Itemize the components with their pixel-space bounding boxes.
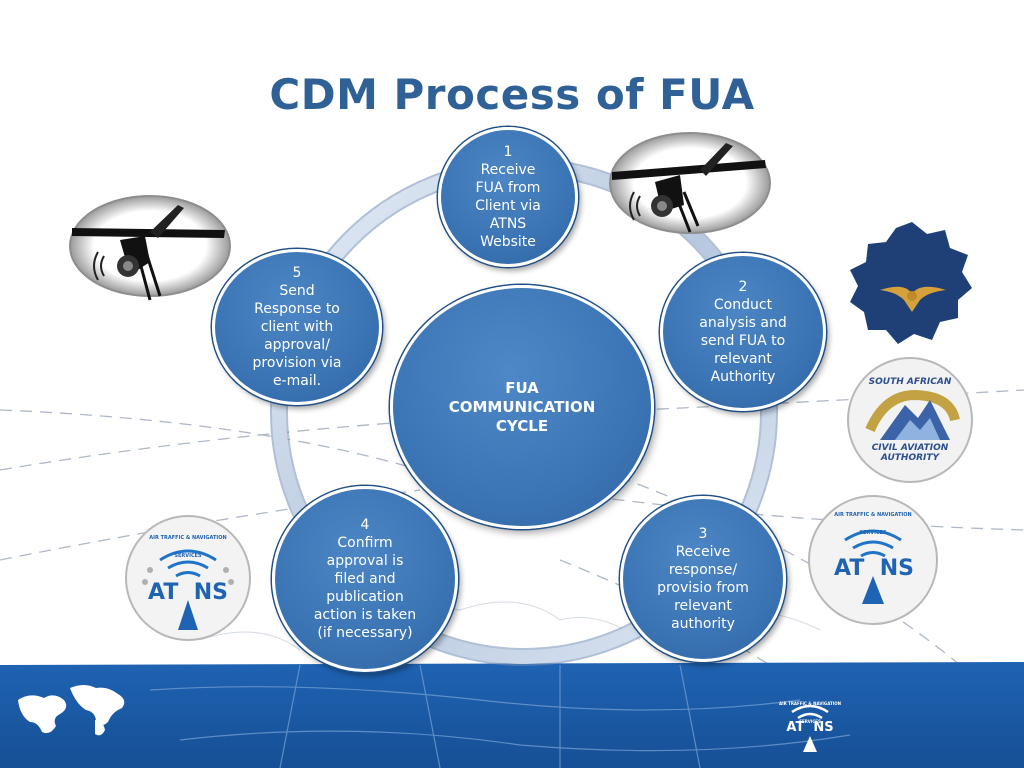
cycle-step-3: 3 Receive response/ provisio from releva…	[620, 496, 786, 662]
band-map-lines	[149, 664, 851, 768]
air-force-badge-icon	[850, 222, 972, 344]
atns-logo-left-arc-text: AIR TRAFFIC & NAVIGATION SERVICES	[149, 535, 227, 559]
sacaa-logo-line3: AUTHORITY	[880, 453, 940, 463]
step-number: 1	[503, 144, 513, 160]
page-title: CDM Process of FUA	[269, 70, 755, 119]
atns-logo-band-text: AT NS	[786, 720, 834, 735]
atns-logo-right-arc-text: AIR TRAFFIC & NAVIGATION SERVICES	[834, 512, 912, 536]
step-text: Send Response to client with approval/ p…	[252, 283, 342, 389]
step-text: Confirm approval is filed and publicatio…	[313, 535, 417, 641]
step-number: 2	[738, 279, 748, 295]
atns-logo-band: AT NS	[770, 718, 850, 736]
step-text: Conduct analysis and send FUA to relevan…	[699, 297, 787, 385]
cycle-center-node: FUA COMMUNICATION CYCLE	[390, 285, 654, 529]
step-number: 3	[698, 526, 708, 542]
cycle-step-5: 5 Send Response to client with approval/…	[212, 249, 382, 405]
atns-logo-band-arc: AIR TRAFFIC & NAVIGATION SERVICES	[775, 692, 845, 728]
step-number: 4	[360, 517, 370, 533]
atns-logo-right-text: AT NS	[834, 556, 914, 581]
atns-logo-right: AT NS	[812, 556, 936, 581]
sacaa-logo-line2: CIVIL AVIATION	[871, 443, 949, 453]
cycle-step-2: 2 Conduct analysis and send FUA to relev…	[660, 253, 826, 411]
aircraft-icon-right	[609, 132, 771, 234]
step-number: 5	[292, 265, 302, 281]
atns-logo-band-arc-text: AIR TRAFFIC & NAVIGATION SERVICES	[779, 701, 841, 724]
atns-logo-left-icon	[125, 515, 251, 641]
atns-logo-left: AT NS	[128, 580, 248, 605]
atns-logo-band-icon	[791, 704, 829, 752]
cycle-step-4: 4 Confirm approval is filed and publicat…	[272, 486, 458, 672]
cycle-center-label: FUA COMMUNICATION CYCLE	[448, 378, 596, 435]
atns-logo-right-icon	[808, 495, 938, 625]
atns-logo-left-text: AT NS	[148, 580, 228, 605]
atns-logo-left-arc: AIR TRAFFIC & NAVIGATION SERVICES	[136, 526, 240, 562]
continents-silhouette	[18, 685, 125, 736]
sacaa-logo: SOUTH AFRICAN CIVIL AVIATION AUTHORITY	[852, 377, 968, 463]
bottom-band	[0, 662, 1024, 768]
cycle-step-1: 1 Receive FUA from Client via ATNS Websi…	[438, 127, 578, 267]
step-text: Receive response/ provisio from relevant…	[657, 544, 749, 632]
sacaa-logo-icon	[847, 357, 973, 483]
aircraft-icon-left	[69, 195, 231, 301]
atns-logo-right-arc: AIR TRAFFIC & NAVIGATION SERVICES	[820, 503, 926, 539]
step-text: Receive FUA from Client via ATNS Website	[475, 162, 541, 250]
sacaa-logo-line1: SOUTH AFRICAN	[868, 377, 952, 387]
